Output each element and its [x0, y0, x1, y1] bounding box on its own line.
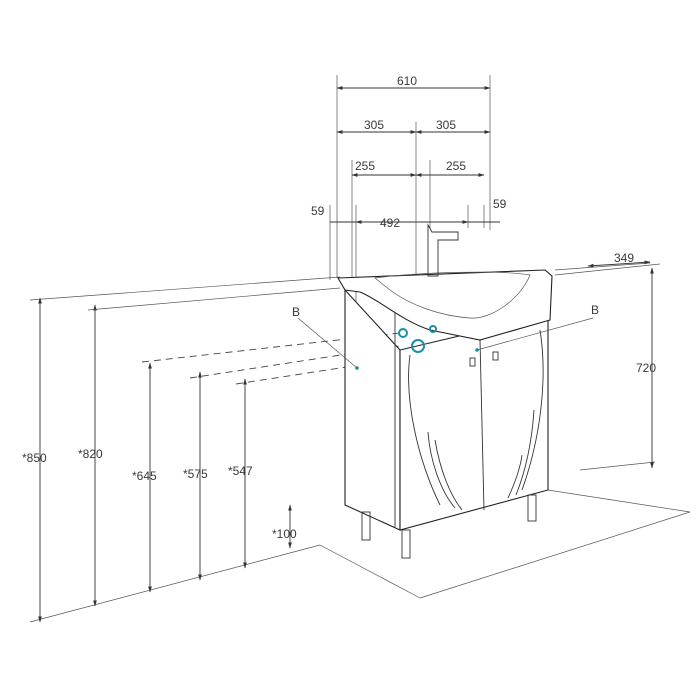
- dim-height-547: *547: [228, 464, 253, 478]
- label-point-left: B: [292, 305, 300, 319]
- dim-overall-width: 610: [397, 74, 417, 88]
- dim-cabinet-height: 720: [636, 361, 656, 375]
- depth-dimension: [554, 260, 661, 276]
- dim-total-height: *850: [22, 451, 47, 465]
- top-dimension-lines: [330, 86, 500, 224]
- dim-half-left: 305: [364, 118, 384, 132]
- vanity-cabinet: [337, 223, 553, 559]
- dim-height-645: *645: [132, 469, 157, 483]
- dim-depth: 349: [614, 251, 634, 265]
- label-point-right: B: [591, 303, 599, 317]
- dim-basin-height: *820: [78, 447, 103, 461]
- dim-edge-left: 59: [311, 204, 325, 218]
- dim-half-right: 305: [436, 118, 456, 132]
- dim-edge-right: 59: [493, 197, 507, 211]
- dim-leg-height: *100: [272, 527, 297, 541]
- height-dimensions: [38, 287, 341, 623]
- dim-offset-left: 255: [355, 159, 375, 173]
- dim-offset-right: 255: [446, 159, 466, 173]
- dim-mount-spacing: 492: [380, 216, 400, 230]
- dim-height-575: *575: [183, 467, 208, 481]
- point-b-leaders: [297, 317, 594, 369]
